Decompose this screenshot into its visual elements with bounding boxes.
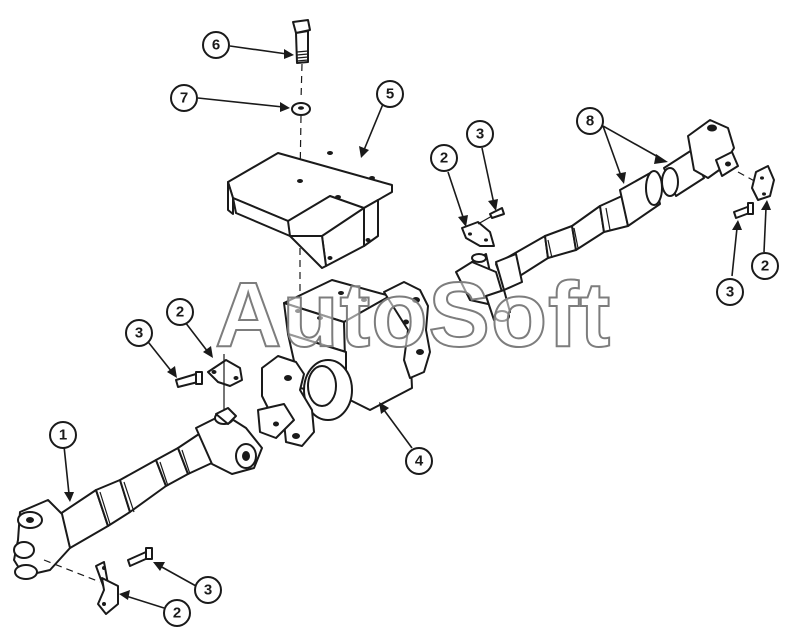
callout-2-front: 2 xyxy=(163,599,191,627)
screw-center xyxy=(175,371,203,388)
callout-2-rear-end: 2 xyxy=(751,252,779,280)
screw-front xyxy=(127,547,153,567)
callout-1: 1 xyxy=(49,421,77,449)
screw-rear-end xyxy=(733,202,754,219)
front-yoke-flange xyxy=(257,355,315,447)
callout-label: 2 xyxy=(173,605,181,622)
front-driveshaft-part-1 xyxy=(13,411,263,583)
callout-2-rear-center: 2 xyxy=(430,144,458,172)
callout-3-rear-center: 3 xyxy=(466,120,494,148)
callout-label: 3 xyxy=(476,126,484,143)
callout-7: 7 xyxy=(170,84,198,112)
mounting-bracket-part-5 xyxy=(227,151,393,269)
center-u-joint xyxy=(455,253,523,322)
callout-label: 3 xyxy=(726,284,734,301)
callout-label: 2 xyxy=(761,258,769,275)
screw-rear-center xyxy=(477,207,505,225)
callout-3-rear-end: 3 xyxy=(716,278,744,306)
callout-label: 3 xyxy=(204,582,212,599)
callout-label: 5 xyxy=(386,86,394,103)
callout-8: 8 xyxy=(576,107,604,135)
callout-3-center: 3 xyxy=(125,319,153,347)
washer-part-7 xyxy=(291,102,311,116)
clamp-strap-rear-center xyxy=(461,221,495,247)
callout-5: 5 xyxy=(376,80,404,108)
rear-driveshaft-part-8 xyxy=(495,119,761,287)
callout-label: 1 xyxy=(59,427,67,444)
callout-4: 4 xyxy=(405,447,433,475)
callout-2-center: 2 xyxy=(166,298,194,326)
callout-label: 4 xyxy=(415,453,424,470)
bolt-part-6 xyxy=(292,19,311,64)
callout-3-front: 3 xyxy=(194,576,222,604)
clamp-strap-center xyxy=(207,354,243,425)
callout-6: 6 xyxy=(202,31,230,59)
callout-label: 6 xyxy=(212,37,220,54)
callout-label: 2 xyxy=(440,150,448,167)
leader-lines xyxy=(63,45,771,609)
callout-label: 8 xyxy=(586,113,594,130)
assembly-line xyxy=(300,63,303,101)
callout-label: 3 xyxy=(135,325,143,342)
clamp-strap-rear-end xyxy=(751,165,775,201)
clamp-strap-front xyxy=(95,561,119,615)
callout-label: 7 xyxy=(180,90,188,107)
callout-label: 2 xyxy=(176,304,184,321)
autosoft-watermark: AutoSoft xyxy=(215,264,611,366)
